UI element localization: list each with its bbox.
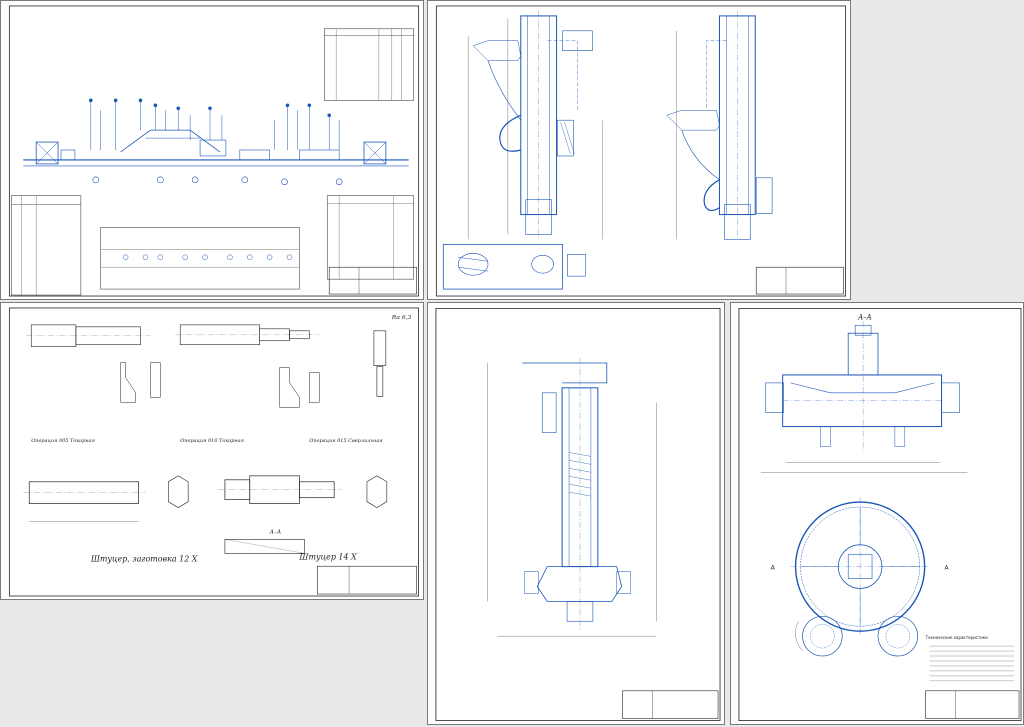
pipeline: [23, 129, 409, 167]
title-block: [316, 565, 417, 595]
operation-005-sketch: Операция 005 Токарная: [26, 324, 161, 444]
sheet-assembly-views: [427, 0, 851, 300]
title-block: [925, 690, 1020, 719]
right-assembly-view: [666, 10, 773, 240]
part-drawing: A–A Штуцер 14 Х: [217, 475, 388, 561]
technical-characteristics: Технические характеристики: [925, 635, 1015, 681]
operations-drawing: Ra 6,3 Операция 005 Токарная Операция 01…: [8, 307, 420, 597]
part-section-label: A–A: [269, 528, 282, 535]
valve-body: [487, 358, 657, 637]
title-block: [622, 690, 719, 719]
sheet-part-operations: Ra 6,3 Операция 005 Токарная Операция 01…: [0, 302, 424, 600]
operation-015-title: Операция 015 Сверлильная: [309, 438, 382, 444]
plan-view: A A: [771, 497, 950, 657]
title-block: [755, 266, 844, 295]
blank-caption: Штуцер, заготовка 12 Х: [90, 554, 198, 563]
section-aa-label: A–A: [857, 313, 872, 321]
operation-010-sketch: Операция 010 Токарная: [175, 324, 320, 444]
sheet-process-flow: [0, 0, 424, 300]
instrument-schedule: [100, 227, 300, 290]
section-view: [760, 321, 968, 473]
instrument-symbols: [89, 98, 332, 118]
tech-req-title: Технические характеристики: [925, 635, 988, 640]
part-caption: Штуцер 14 Х: [298, 552, 357, 561]
symbol-legend-table: [11, 195, 82, 296]
equipment-spec-table: [323, 28, 414, 101]
section-marker-left: A: [771, 565, 776, 572]
left-assembly-view: [442, 10, 603, 290]
operation-015-sketch: Операция 015 Сверлильная: [309, 330, 387, 444]
title-block: [328, 266, 417, 295]
sheet-unit-section: A–A: [730, 302, 1024, 725]
components-table: [326, 195, 414, 280]
operation-010-title: Операция 010 Токарная: [180, 438, 244, 444]
assembly-drawing: [435, 5, 847, 297]
instrument-lines: [90, 100, 340, 150]
sheet-valve-section: [427, 302, 725, 725]
unit-drawing: A–A: [738, 308, 1022, 721]
valve-drawing: [435, 307, 721, 721]
process-flow-drawing: [8, 5, 420, 297]
operation-005-title: Операция 005 Токарная: [31, 438, 95, 444]
blank-drawing: Штуцер, заготовка 12 Х: [23, 475, 198, 563]
section-marker-right: A: [945, 565, 950, 572]
pumps: [92, 176, 343, 186]
surface-roughness-note: Ra 6,3: [391, 314, 412, 321]
